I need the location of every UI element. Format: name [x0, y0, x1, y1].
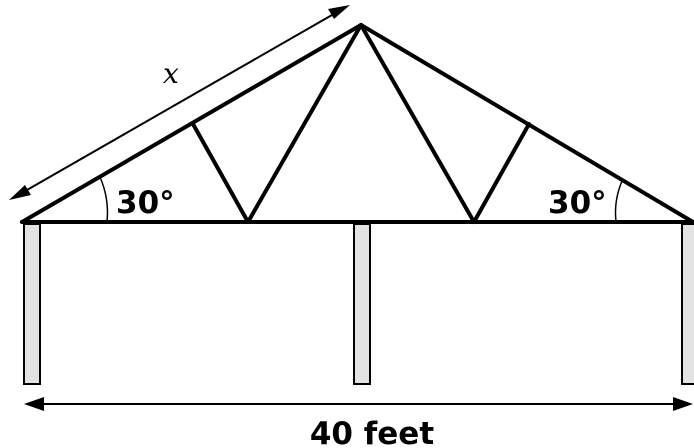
center-post	[353, 223, 371, 385]
web-member-left-inner	[246, 23, 363, 224]
rafter-arrowhead-lower	[9, 185, 31, 200]
rafter-dimension-line	[19, 10, 340, 195]
web-member-right-inner	[359, 23, 476, 224]
span-arrowhead-right	[673, 397, 693, 411]
left-angle-label: 30°	[116, 185, 175, 221]
span-label: 40 feet	[310, 416, 434, 448]
left-post	[23, 223, 41, 385]
right-angle-arc	[614, 180, 623, 223]
web-member-right-outer	[472, 122, 531, 224]
rafter-length-label: x	[163, 57, 179, 90]
web-member-left-outer	[191, 122, 250, 224]
left-angle-arc	[99, 176, 109, 223]
span-arrowhead-left	[24, 397, 44, 411]
right-post	[681, 223, 694, 385]
right-angle-label: 30°	[548, 185, 607, 221]
rafter-arrowhead-upper	[328, 5, 350, 19]
